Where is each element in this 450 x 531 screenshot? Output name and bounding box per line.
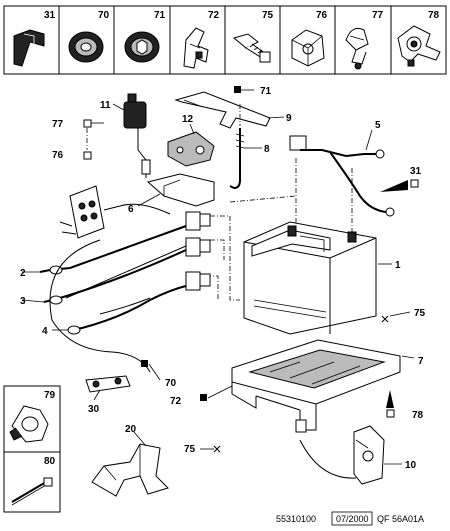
callout-76: 76 — [52, 150, 64, 161]
cell-label-77: 77 — [372, 10, 384, 21]
clip-icon — [13, 29, 45, 67]
marker-72 — [200, 394, 207, 401]
harness-clip-icon — [9, 405, 49, 443]
part-8-j-bolt — [229, 104, 262, 190]
cell-label-78: 78 — [428, 10, 440, 21]
part-cell-77: 77 — [345, 10, 384, 70]
callout-77: 77 — [52, 119, 64, 130]
arrow-78 — [386, 390, 394, 408]
marker-75-upper — [381, 315, 389, 323]
footer: 55310100 07/2000 QF 56A01A — [276, 511, 424, 526]
callout-3: 3 — [20, 296, 26, 307]
callout-75-upper: 75 — [414, 308, 426, 319]
cell-label-80: 80 — [44, 456, 56, 467]
callout-75-lower: 75 — [184, 444, 196, 455]
footer-ref: 55310100 — [276, 514, 316, 524]
cable-tie-icon — [11, 477, 53, 506]
callout-12: 12 — [182, 114, 194, 125]
cell-label-72: 72 — [208, 10, 220, 21]
callout-30: 30 — [88, 404, 100, 415]
marker-31 — [410, 179, 419, 188]
callout-78: 78 — [412, 410, 424, 421]
arrow-31 — [380, 180, 408, 192]
marker-70 — [141, 360, 148, 367]
part-cell-71: 71 — [124, 10, 166, 63]
marker-77 — [83, 119, 92, 128]
cell-label-31: 31 — [44, 10, 56, 21]
callout-72: 72 — [170, 396, 182, 407]
marker-78 — [386, 409, 395, 418]
cable-clip-icon — [345, 27, 369, 70]
part-1-battery — [243, 221, 392, 335]
hex-grommet-icon — [124, 31, 160, 63]
retainer-clip-icon — [183, 27, 209, 69]
marker-71 — [234, 86, 241, 93]
callout-10: 10 — [405, 460, 417, 471]
pipe-clip-icon — [397, 25, 441, 67]
part-7-battery-tray — [231, 339, 415, 433]
header-parts-strip: 31 70 71 72 — [3, 5, 447, 75]
part-cell-75: 75 — [232, 10, 274, 63]
callout-8: 8 — [264, 144, 270, 155]
grommet-icon — [68, 31, 104, 63]
cell-label-70: 70 — [98, 10, 110, 21]
part-5-positive-cable — [289, 129, 395, 217]
part-20-support-bracket — [91, 431, 169, 497]
callout-31: 31 — [410, 166, 422, 177]
part-cell-78: 78 — [397, 10, 441, 67]
cable-harness — [21, 211, 211, 373]
screw-icon — [232, 33, 271, 63]
part-cell-31: 31 — [13, 10, 56, 67]
callout-markers — [83, 86, 419, 453]
cell-label-76: 76 — [316, 10, 328, 21]
callout-2: 2 — [20, 268, 26, 279]
fuse-terminal-block — [59, 185, 171, 239]
cell-label-79: 79 — [44, 390, 56, 401]
callout-70: 70 — [165, 378, 177, 389]
part-11-sensor — [112, 93, 151, 178]
part-cell-79: 79 — [9, 390, 56, 443]
footer-code: QF 56A01A — [377, 514, 424, 524]
part-9-clamp-bar — [174, 91, 285, 129]
cage-nut-icon — [291, 29, 325, 67]
part-6-terminal-cover — [137, 173, 215, 207]
part-10-mount-plate — [299, 425, 402, 485]
callout-71: 71 — [260, 86, 272, 97]
callout-9: 9 — [286, 113, 292, 124]
marker-76 — [83, 151, 92, 160]
footer-date: 07/2000 — [336, 514, 369, 524]
part-30-bracket — [85, 375, 131, 401]
callout-1: 1 — [395, 260, 401, 271]
callout-numbers: 1 2 3 4 5 6 7 8 9 10 11 12 20 30 31 70 7… — [20, 86, 426, 471]
part-cell-76: 76 — [291, 10, 328, 67]
marker-75-lower — [213, 445, 221, 453]
callout-20: 20 — [125, 424, 137, 435]
callout-6: 6 — [128, 204, 134, 215]
part-cell-72: 72 — [183, 10, 220, 69]
cell-label-71: 71 — [154, 10, 166, 21]
callout-5: 5 — [375, 120, 381, 131]
callout-11: 11 — [100, 100, 111, 111]
part-12-cap — [167, 123, 215, 167]
side-parts-column: 79 80 — [3, 385, 61, 513]
part-cell-80: 80 — [11, 456, 56, 506]
callout-4: 4 — [42, 326, 48, 337]
part-cell-70: 70 — [68, 10, 110, 63]
callout-7: 7 — [418, 356, 424, 367]
cell-label-75: 75 — [262, 10, 274, 21]
